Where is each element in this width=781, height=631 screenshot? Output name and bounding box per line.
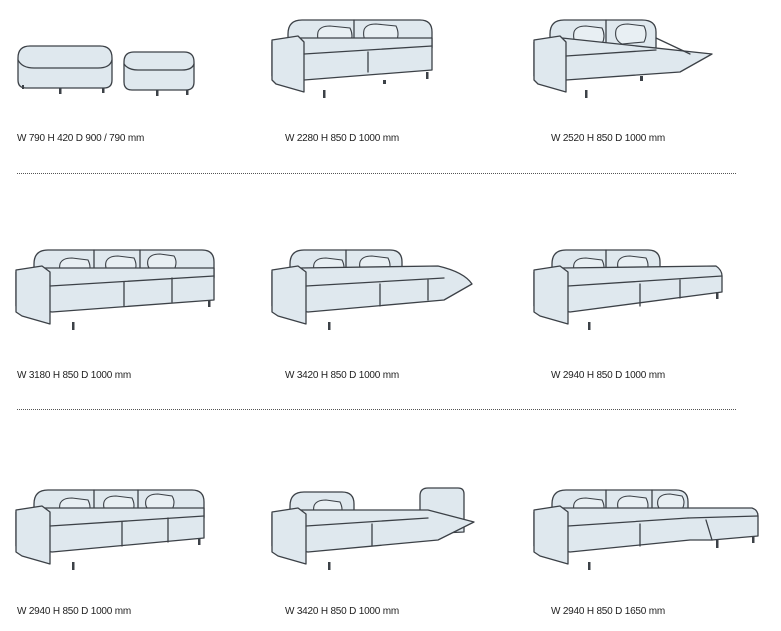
product-dimensions: W 3420 H 850 D 1000 mm — [285, 370, 399, 381]
product-sofa-corner-chaise-drawing — [530, 484, 760, 574]
product-sofa-2seat-drawing — [268, 14, 448, 104]
row-divider — [17, 173, 736, 174]
ottoman-pair-illustration — [17, 45, 195, 96]
product-dimensions: W 2940 H 850 D 1000 mm — [551, 370, 665, 381]
product-sofa-3seat-drawing — [12, 244, 222, 334]
product-dimensions: W 2520 H 850 D 1000 mm — [551, 133, 665, 144]
product-dimensions: W 2940 H 850 D 1000 mm — [17, 606, 131, 617]
product-dimensions: W 2940 H 850 D 1650 mm — [551, 606, 665, 617]
product-sofa-end-backrest-drawing — [268, 484, 478, 574]
sofa-illustration — [533, 489, 759, 570]
sofa-illustration — [15, 249, 215, 330]
sofa-illustration — [533, 19, 713, 98]
row-divider — [17, 409, 736, 410]
sofa-illustration — [15, 489, 205, 570]
product-dimensions: W 2280 H 850 D 1000 mm — [285, 133, 399, 144]
product-sofa-extension-drawing — [530, 14, 720, 104]
sofa-illustration — [533, 249, 723, 330]
product-sofa-long-extension-drawing — [268, 244, 478, 334]
sofa-illustration — [271, 487, 475, 570]
product-dimensions: W 790 H 420 D 900 / 790 mm — [17, 133, 145, 144]
product-dimensions: W 3180 H 850 D 1000 mm — [17, 370, 131, 381]
product-ottomans-drawing — [12, 38, 212, 98]
product-sofa-chaise-end-drawing — [530, 244, 730, 334]
product-dimensions: W 3420 H 850 D 1000 mm — [285, 606, 399, 617]
sofa-illustration — [271, 249, 473, 330]
product-sofa-3seat-drawing — [12, 484, 212, 574]
sofa-illustration — [271, 19, 433, 98]
